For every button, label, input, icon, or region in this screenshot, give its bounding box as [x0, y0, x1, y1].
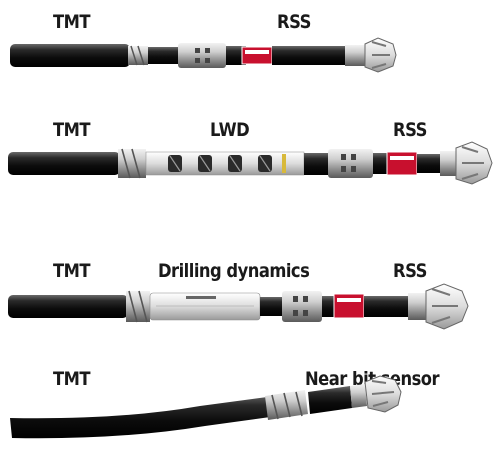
near-bit-sensor: [308, 386, 352, 414]
drill-bit-icon: [455, 141, 493, 185]
assembly-2-label-tmt: TMT: [53, 119, 91, 141]
assembly-2-label-rss: RSS: [393, 119, 427, 141]
assembly-3: [8, 283, 469, 330]
tmt-collar: [8, 152, 120, 175]
stabilizer-icon: [128, 46, 148, 65]
rss-badge-icon: [333, 293, 365, 319]
drill-bit-icon: [425, 283, 469, 330]
tmt-collar: [10, 44, 130, 67]
rss-steering-unit: [178, 43, 226, 68]
assembly-2-label-lwd: LWD: [210, 119, 250, 141]
tmt-collar: [10, 394, 292, 439]
assembly-4: [10, 375, 402, 439]
rss-steering-unit: [282, 291, 322, 322]
drill-bit-icon: [364, 375, 402, 413]
rss-steering-unit: [328, 149, 373, 178]
rss-badge-icon: [386, 151, 418, 176]
rss-badge-icon: [241, 46, 273, 65]
assembly-4-label-tmt: TMT: [53, 368, 91, 390]
assembly-1-label-rss: RSS: [277, 11, 311, 33]
assembly-3-label-drilling-dynamics: Drilling dynamics: [158, 260, 310, 282]
tmt-collar: [8, 295, 128, 318]
assembly-1: [10, 37, 397, 73]
drill-bit-icon: [364, 37, 397, 73]
stabilizer-icon: [118, 149, 146, 178]
assembly-2: [8, 141, 493, 185]
assembly-3-label-tmt: TMT: [53, 260, 91, 282]
assembly-1-label-tmt: TMT: [53, 11, 91, 33]
assembly-3-label-rss: RSS: [393, 260, 427, 282]
